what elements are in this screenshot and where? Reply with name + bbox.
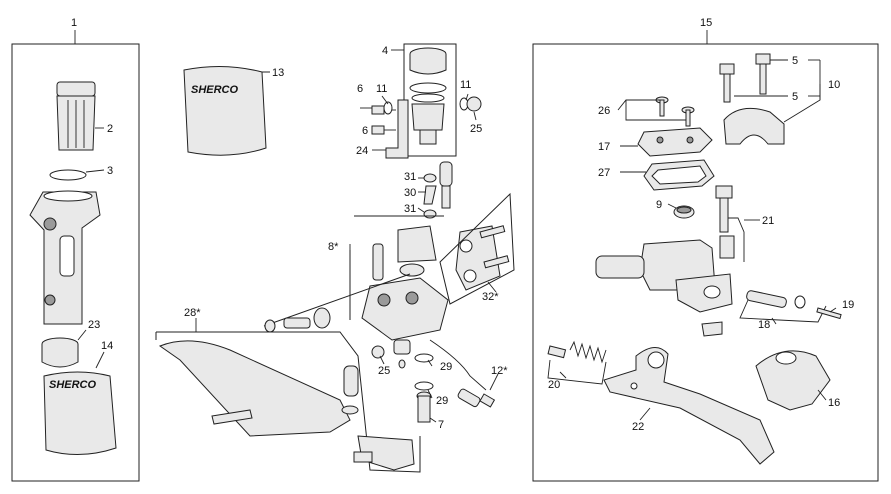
callout-30: 30 [404,187,416,199]
bag-brand-label-13: SHERCO [191,84,239,96]
bolt-21[interactable] [715,185,745,262]
bushing-part[interactable] [41,329,87,368]
clamp-10[interactable] [723,59,821,145]
adjuster-19[interactable] [816,307,842,320]
callout-32: 32* [482,291,499,303]
kit-frame-left [11,30,140,482]
callout-24: 24 [356,145,368,157]
callout-13: 13 [272,67,284,79]
callout-11b: 11 [460,79,471,91]
callout-14: 14 [101,340,113,352]
callout-9: 9 [656,199,662,211]
callout-25b: 25 [378,365,390,377]
callout-2: 2 [107,123,113,135]
master-cylinder-body[interactable] [595,239,733,337]
adjuster-18[interactable] [739,290,827,323]
callout-22: 22 [632,421,644,433]
callout-4: 4 [382,45,388,57]
master-cylinder-assembly[interactable] [361,225,510,341]
callout-17: 17 [598,141,610,153]
piston-part[interactable] [264,307,331,333]
brake-switch-12[interactable] [429,339,496,408]
callout-16: 16 [828,397,840,409]
bag-brand-label-14: SHERCO [49,379,97,391]
kit-frame-right [532,30,879,482]
leader-lines [262,71,837,423]
callout-5a: 5 [792,55,798,67]
lever-cover-16[interactable] [755,350,831,411]
callout-31b: 31 [404,203,416,215]
plug-9[interactable] [673,205,695,219]
callouts: 1 2 3 23 14 13 4 6 11 6 24 11 25 31 30 3… [71,17,854,433]
clamp-kit-frame-32 [439,192,515,305]
callout-11a: 11 [376,83,387,95]
parts-bag-13[interactable] [183,65,270,156]
callout-6b: 6 [362,125,368,137]
callout-31a: 31 [404,171,416,183]
bracket-body-part[interactable] [29,190,101,325]
callout-20: 20 [548,379,560,391]
brake-lever-part[interactable] [158,340,415,471]
callout-27: 27 [598,167,610,179]
o-ring-part[interactable] [49,169,105,181]
reservoir-cover-17[interactable] [637,127,713,157]
callout-23: 23 [88,319,100,331]
callout-1: 1 [71,17,77,29]
callout-28: 28* [184,307,201,319]
callout-8: 8* [328,241,339,253]
callout-26: 26 [598,105,610,117]
callout-10: 10 [828,79,840,91]
nut-25-bottom[interactable] [371,345,385,359]
fitting-30[interactable] [423,161,453,209]
callout-7: 7 [438,419,444,431]
reservoir-part[interactable] [409,47,447,145]
switch-part[interactable] [393,339,411,369]
callout-29a: 29 [440,361,452,373]
callout-19: 19 [842,299,854,311]
banjo-bolt-7[interactable] [416,391,432,423]
callout-18: 18 [758,319,770,331]
piston-kit-frame-8 [263,215,444,327]
callout-25a: 25 [470,123,482,135]
callout-15: 15 [700,17,712,29]
callout-21: 21 [762,215,774,227]
washer-11-left[interactable] [383,101,393,115]
clutch-lever-22[interactable] [603,347,775,465]
gasket-27[interactable] [643,159,715,191]
callout-5b: 5 [792,91,798,103]
callout-12: 12* [491,365,508,377]
springs-20[interactable] [547,340,607,385]
reservoir-cap-part[interactable] [56,81,104,151]
washers-29[interactable] [414,353,434,391]
lever-kit-frame-28 [155,318,421,473]
bracket-24[interactable] [385,99,409,159]
callout-6a: 6 [357,83,363,95]
clamp-bolts-5[interactable] [719,53,788,103]
callout-3: 3 [107,165,113,177]
nut-25-top[interactable] [466,96,482,112]
screws-26[interactable] [617,96,695,127]
callout-29b: 29 [436,395,448,407]
parts-bag-14[interactable] [43,351,117,456]
